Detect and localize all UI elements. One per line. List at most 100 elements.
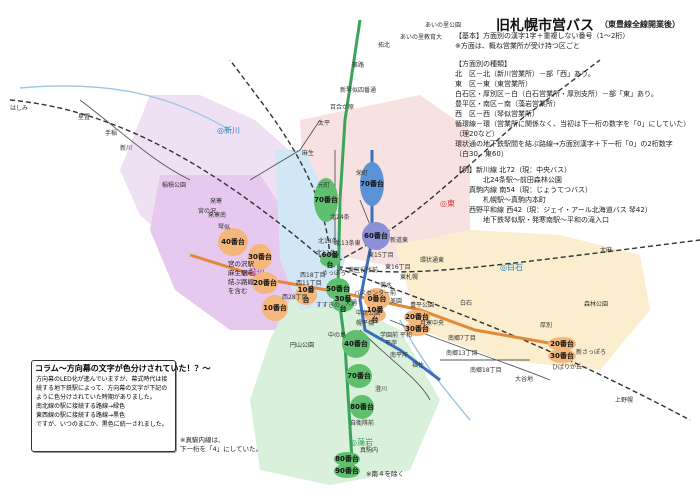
ward-label-shinkawa: ◎新川 [217, 126, 240, 135]
place-label: 豊平公園 [410, 302, 435, 309]
route-bubble: 40番台 [342, 330, 370, 358]
legend-type-line: （白30、東60） [455, 150, 508, 158]
namboku-line [336, 19, 362, 461]
column-body: 方向幕のLED化が進んでいますが、幕式時代は接続する地下鉄駅によって、方向幕の文… [36, 376, 168, 428]
route-bubble: 30番台 [548, 349, 576, 363]
route-bubble: 70番台 [346, 364, 372, 388]
place-label: 篠路 [352, 62, 365, 69]
ward-label-shiroishi: ◎白石 [500, 263, 523, 272]
route-bubble: 40番台 [218, 228, 248, 256]
legend-example-line: 真駒内線 南54（現：じょうてつバス） [469, 186, 592, 194]
place-label: ひばりが丘 [552, 364, 583, 371]
place-label: 北13条東 [335, 240, 361, 247]
legend-example-line: 地下鉄琴似駅・発寒南駅～平和の滝入口 [483, 216, 609, 224]
place-label: 円山公園 [290, 342, 315, 349]
route-bubble: 0番台 [364, 288, 390, 310]
place-label: 菊水 [380, 282, 393, 289]
legend-type-line: 白石区・厚別区－白（白石営業所・厚別支所）－部「東」あり。 [455, 90, 658, 98]
legend-type-line: 環状通の地下鉄駅間を結ぶ路線→方面別漢字＋下一桁「0」の2桁数字 [455, 140, 673, 148]
place-label: 大谷地 [515, 376, 534, 383]
legend-example-line: 札幌駅～真駒内本町 [483, 196, 546, 204]
route-bubble: 80番台 [334, 452, 360, 466]
place-label: 太平 [318, 120, 331, 127]
place-label: 環状通東 [420, 257, 445, 264]
ward-label-moiwa: ◎藻岩 [350, 438, 373, 447]
place-label: 元町 [318, 182, 331, 189]
place-label: 発寒南 [208, 212, 227, 219]
place-label: 新道東 [390, 237, 409, 244]
place-label: 西18丁目 [300, 272, 326, 279]
route-bubble: 70番台 [314, 178, 338, 222]
place-label: 麻生 [302, 150, 315, 157]
place-label: 東区役所前 [348, 267, 379, 274]
route-bubble: 20番台 [404, 310, 430, 324]
ward-label-higashi: ◎東 [440, 199, 455, 208]
center-zone [275, 150, 345, 310]
place-label: 南郷13丁目 [446, 350, 478, 357]
map-subtitle: （東豊線全線開業後） [600, 20, 680, 29]
route-bubble: 10番台 [262, 295, 288, 321]
place-label: 中島公園 [356, 310, 381, 317]
place-label: 新さっぽろ [576, 349, 607, 356]
route-bubble: 30番台 [248, 244, 272, 270]
place-label: 森林公園 [584, 301, 609, 308]
place-label: 白石 [460, 300, 473, 307]
place-label: 中の島 [328, 332, 347, 339]
place-label: 月寒中央 [420, 320, 445, 327]
place-label: 発寒 [210, 198, 223, 205]
route-bubble: 20番台 [252, 272, 278, 294]
place-label: 北12条 [316, 250, 336, 257]
place-label: 宮の沢 [198, 208, 217, 215]
place-label: 美園 [390, 298, 403, 305]
place-label: 大通 [345, 300, 358, 307]
place-label: さっぽろ [322, 270, 347, 277]
column-heading: コラム～方向幕の文字が色分けされていた！？～ [35, 364, 211, 373]
route-bubble: 20番台 [548, 337, 576, 351]
ward-label-kotoni: ◎琴似 [242, 268, 265, 277]
minami4-note: ※南４を除く [366, 470, 404, 478]
legend-basic: 【基本】方面別の漢字1字＋重複しない番号（1～2桁） [455, 32, 630, 40]
legend-example-line: 北24条駅～前田森林公園 [483, 176, 562, 184]
place-label: 幌平橋 [356, 320, 375, 327]
place-label: 平岸 [385, 340, 398, 347]
place-label: 南郷7丁目 [448, 335, 476, 342]
route-bubble: 60番台 [320, 251, 340, 269]
place-label: 西11丁目 [296, 280, 322, 287]
place-label: 東15丁目 [368, 252, 394, 259]
legend-example-heading: 【例】新川線 北72（現：中央バス） [455, 166, 572, 174]
place-label: 福住 [412, 362, 425, 369]
place-label: 栄町 [356, 170, 369, 177]
place-label: 西28丁目 [282, 294, 308, 301]
route-bubble: 10番台 [295, 285, 317, 305]
place-label: すすきの [316, 302, 341, 309]
place-label: 厚別 [540, 322, 553, 329]
place-label: 学園前 [380, 332, 399, 339]
place-label: 東札幌 [400, 274, 419, 281]
place-label: 南郷18丁目 [470, 367, 502, 374]
place-label: 百合が原 [330, 104, 355, 111]
place-label: 稲積公園 [162, 182, 187, 189]
kotoni-note: 宮の沢駅 麻生駅を 結ぶ路線 を含む [228, 260, 254, 295]
legend-type-line: 北 区－北（新川営業所）－部「西」あり。 [455, 70, 595, 78]
route-bubble: 70番台 [360, 162, 384, 206]
column-box: コラム～方向幕の文字が色分けされていた！？～ 方向幕のLED化が進んでいますが、… [31, 360, 211, 452]
legend-type-line: （理20など） [455, 130, 499, 138]
legend-types-heading: 【方面別の種類】 [455, 60, 511, 68]
place-label: 澄川 [375, 386, 388, 393]
legend-type-line: 西 区－西（琴似営業所） [455, 110, 539, 118]
map-title: 旧札幌市営バス [496, 18, 594, 34]
place-label: バスセンター前 [354, 290, 397, 297]
legend-type-line: 豊平区・南区－南（藻岩営業所） [455, 100, 560, 108]
place-label: 北18条 [318, 238, 338, 245]
place-label: 手稲 [105, 130, 118, 137]
place-label: 新琴似四番通 [340, 87, 377, 94]
legend-basic-note: ※方面は、概ね営業所が受け持つ区ごと [455, 42, 580, 50]
place-label: 拓北 [378, 42, 391, 49]
place-label: 上野幌 [615, 397, 634, 404]
route-bubble: 30番台 [404, 322, 430, 336]
place-label: 東16丁目 [385, 264, 411, 271]
legend-type-line: 循環線－環（営業所に関係なく、当初は下一桁の数字を「0」にしていた） [455, 120, 691, 128]
shiroishi-zone [395, 230, 650, 370]
